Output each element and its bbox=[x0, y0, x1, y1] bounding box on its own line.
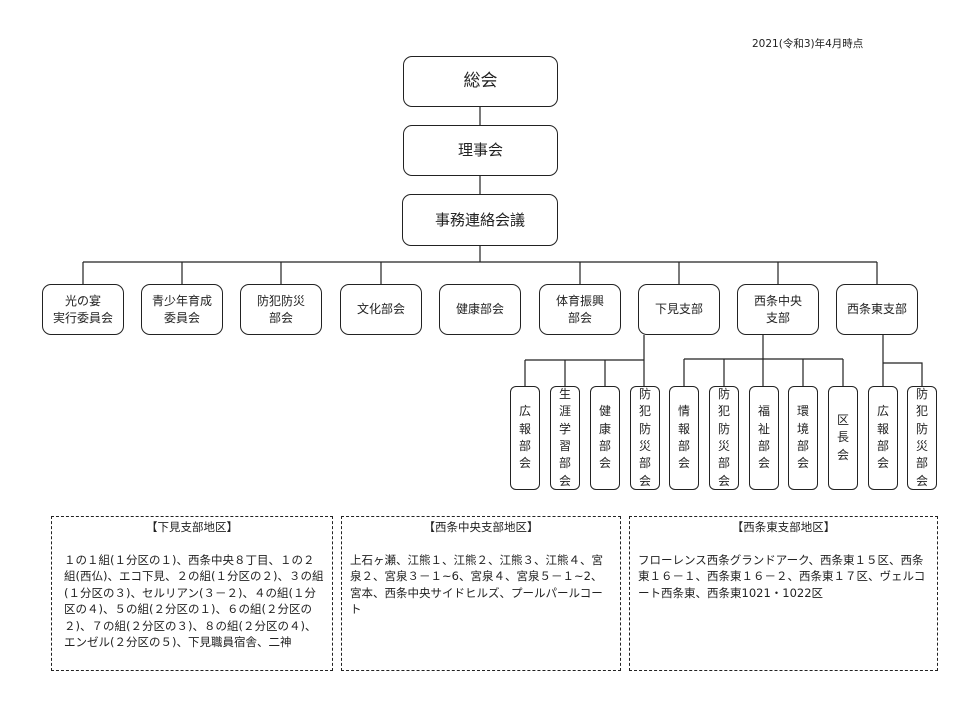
area-text: １の１組(１分区の１)、西条中央８丁目、１の２組(西仏)、エコ下見、２の組(１分… bbox=[64, 552, 324, 650]
area-title: 【西条東支部地区】 bbox=[731, 520, 836, 534]
subcommittee-box: 広報部会 bbox=[510, 386, 540, 490]
area-box: 【西条東支部地区】フローレンス西条グランドアーク、西条東１５区、西条東１６－１、… bbox=[629, 516, 938, 671]
area-text: フローレンス西条グランドアーク、西条東１５区、西条東１６－１、西条東１６－２、西… bbox=[638, 552, 926, 600]
committee-box: 下見支部 bbox=[638, 284, 720, 335]
area-text: 上石ヶ瀬、江熊１、江熊２、江熊３、江熊４、宮泉２、宮泉３－１~6、宮泉４、宮泉５… bbox=[350, 552, 603, 617]
committee-box: 文化部会 bbox=[340, 284, 422, 335]
area-title: 【西条中央支部地区】 bbox=[423, 520, 539, 534]
committee-box: 健康部会 bbox=[439, 284, 521, 335]
area-title: 【下見支部地区】 bbox=[146, 520, 238, 534]
committee-box: 西条東支部 bbox=[836, 284, 918, 335]
board-box: 理事会 bbox=[403, 125, 558, 176]
committee-box: 青少年育成 委員会 bbox=[141, 284, 223, 335]
date-label: 2021(令和3)年4月時点 bbox=[752, 38, 864, 50]
subcommittee-box: 広報部会 bbox=[868, 386, 898, 490]
subcommittee-box: 防犯防災部会 bbox=[709, 386, 739, 490]
subcommittee-box: 生涯学習部会 bbox=[550, 386, 580, 490]
subcommittee-box: 区長会 bbox=[828, 386, 858, 490]
committee-box: 西条中央 支部 bbox=[737, 284, 819, 335]
area-box: 【下見支部地区】 １の１組(１分区の１)、西条中央８丁目、１の２組(西仏)、エコ下… bbox=[51, 516, 333, 671]
area-box: 【西条中央支部地区】上石ヶ瀬、江熊１、江熊２、江熊３、江熊４、宮泉２、宮泉３－１… bbox=[341, 516, 621, 671]
liaison-meeting-box: 事務連絡会議 bbox=[402, 194, 558, 246]
subcommittee-box: 健康部会 bbox=[590, 386, 620, 490]
subcommittee-box: 防犯防災部会 bbox=[630, 386, 660, 490]
committee-box: 光の宴 実行委員会 bbox=[42, 284, 124, 335]
subcommittee-box: 福祉部会 bbox=[749, 386, 779, 490]
subcommittee-box: 情報部会 bbox=[669, 386, 699, 490]
subcommittee-box: 防犯防災部会 bbox=[907, 386, 937, 490]
general-assembly-box: 総会 bbox=[403, 56, 558, 107]
committee-box: 防犯防災 部会 bbox=[240, 284, 322, 335]
committee-box: 体育振興 部会 bbox=[539, 284, 621, 335]
subcommittee-box: 環境部会 bbox=[788, 386, 818, 490]
